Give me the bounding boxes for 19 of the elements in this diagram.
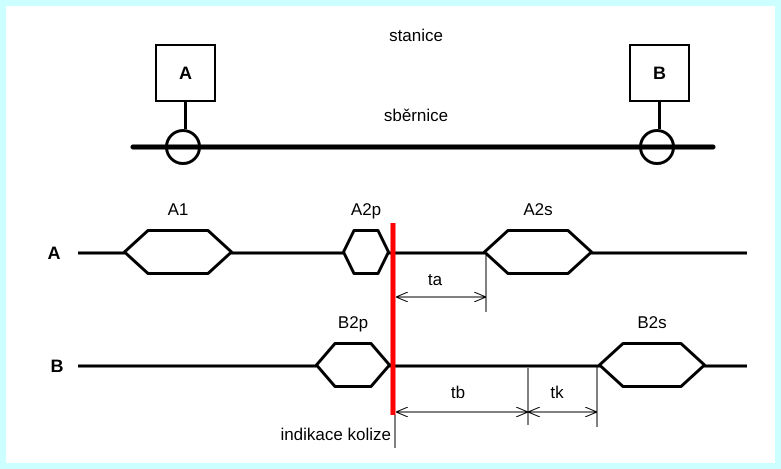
- frame-label: A2s: [522, 200, 554, 220]
- dimension-label: tk: [550, 383, 564, 403]
- station-heading: stanice: [389, 26, 443, 46]
- dimension-label: tb: [450, 383, 466, 403]
- frame-label: B2s: [636, 313, 668, 333]
- frame-label: B2p: [336, 313, 370, 333]
- bus-label: sběrnice: [384, 106, 448, 126]
- frame-label: A2p: [350, 200, 382, 220]
- row-label: A: [48, 243, 60, 264]
- connector-line: [658, 102, 661, 129]
- station-box: [155, 44, 216, 102]
- frame-label: A1: [166, 200, 190, 220]
- row-label: B: [50, 356, 64, 377]
- station-label: B: [652, 63, 667, 84]
- station-box: [629, 44, 690, 102]
- station-label: A: [178, 63, 193, 84]
- connector-line: [184, 102, 187, 129]
- note-label: indikace kolize: [280, 425, 391, 445]
- dimension-label: ta: [428, 270, 442, 290]
